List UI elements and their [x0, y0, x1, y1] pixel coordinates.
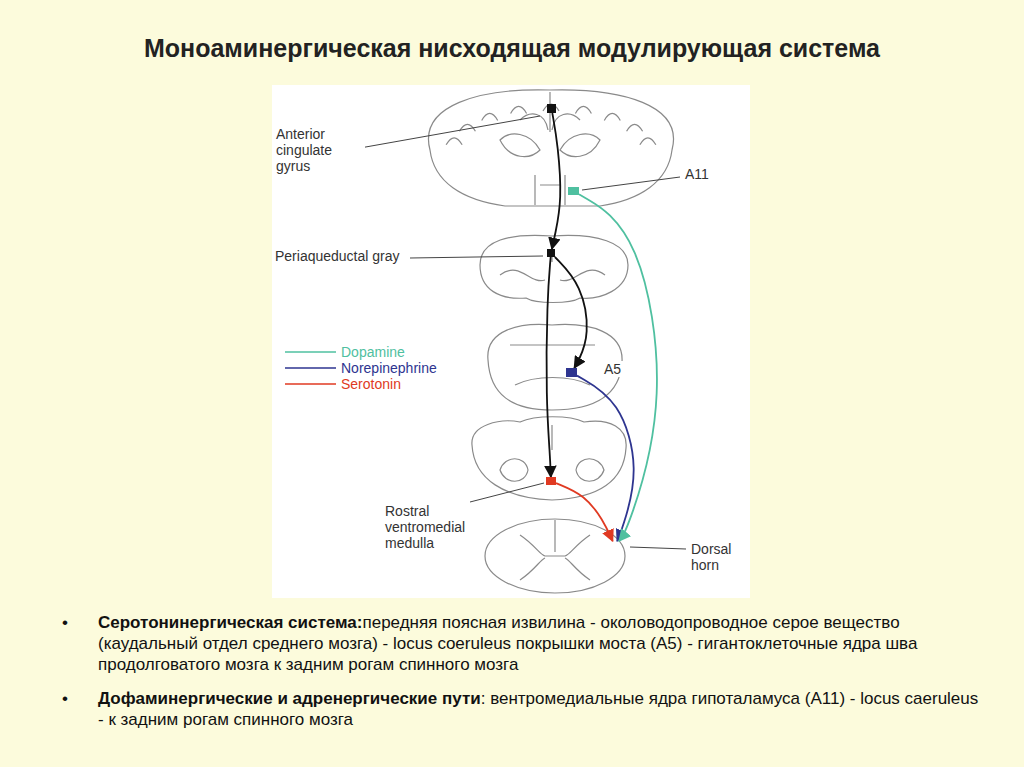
- gyrus: [446, 138, 462, 145]
- region-marker: Dorsal horn: [600, 541, 630, 551]
- pathway-arrow: [552, 113, 560, 249]
- region-marker: Anterior cingulate gyrus: [547, 104, 556, 113]
- pathway-arrow: [555, 257, 587, 368]
- legend-swatch: [285, 351, 336, 353]
- region-label: Dorsal horn: [690, 541, 748, 573]
- leader-line: [470, 483, 544, 502]
- leader-lines: [360, 116, 686, 549]
- midline: [520, 92, 580, 132]
- leader-line: [360, 116, 540, 148]
- midbrain-inner: [500, 245, 605, 281]
- gyrus: [640, 138, 656, 145]
- region-label: Rostral ventromedial medulla: [384, 503, 482, 551]
- midbrain-outline: [480, 235, 628, 302]
- gyri: [446, 104, 656, 145]
- pathway-arrow: [577, 376, 634, 541]
- gyrus: [604, 113, 620, 120]
- bullet-text: Серотонинергическая система:: [98, 613, 362, 632]
- leader-line: [582, 177, 680, 190]
- legend-text: Norepinephrine: [341, 360, 437, 376]
- bullet: •: [62, 612, 68, 633]
- pathway-arrow: [547, 257, 551, 477]
- legend-swatch: [285, 383, 336, 385]
- region-marker: A11: [568, 187, 579, 195]
- bullet-paragraph: Серотонинергическая система:передняя поя…: [98, 612, 988, 675]
- legend-text: Dopamine: [341, 344, 405, 360]
- pathway-arrow: [556, 483, 613, 541]
- bullet-paragraph: Дофаминергические и адренергические пути…: [98, 688, 988, 730]
- bullet-text: Дофаминергические и адренергические пути: [98, 689, 481, 708]
- legend-text: Serotonin: [341, 376, 401, 392]
- leader-line: [630, 547, 686, 549]
- gyrus: [627, 124, 643, 131]
- legend-swatch: [285, 367, 336, 369]
- region-label: Periaqueductal gray: [274, 248, 410, 264]
- region-marker: Periaqueductal gray: [547, 249, 555, 257]
- gyrus: [575, 106, 591, 113]
- ventricles: [500, 134, 600, 157]
- forebrain-outline: [429, 90, 674, 206]
- gyrus: [482, 113, 498, 120]
- pons-outline: [488, 324, 622, 410]
- medulla-inner: [500, 425, 604, 481]
- title: Моноаминергическая нисходящая модулирующ…: [0, 34, 1024, 63]
- legend-samples: [285, 352, 336, 384]
- region-marker: A5: [566, 368, 577, 377]
- region-label: A11: [684, 166, 716, 182]
- spinal-cord-outline: [485, 519, 625, 593]
- region-label: A5: [603, 361, 627, 377]
- leader-line: [410, 256, 543, 258]
- gyrus: [511, 106, 527, 113]
- pathway-arrow: [579, 194, 657, 541]
- bullet: •: [62, 688, 68, 709]
- image-panel: [272, 85, 750, 598]
- region-marker: Rostral ventromedial medulla: [546, 477, 556, 485]
- gray-matter: [520, 520, 590, 580]
- region-label: Anterior cingulate gyrus: [275, 126, 365, 174]
